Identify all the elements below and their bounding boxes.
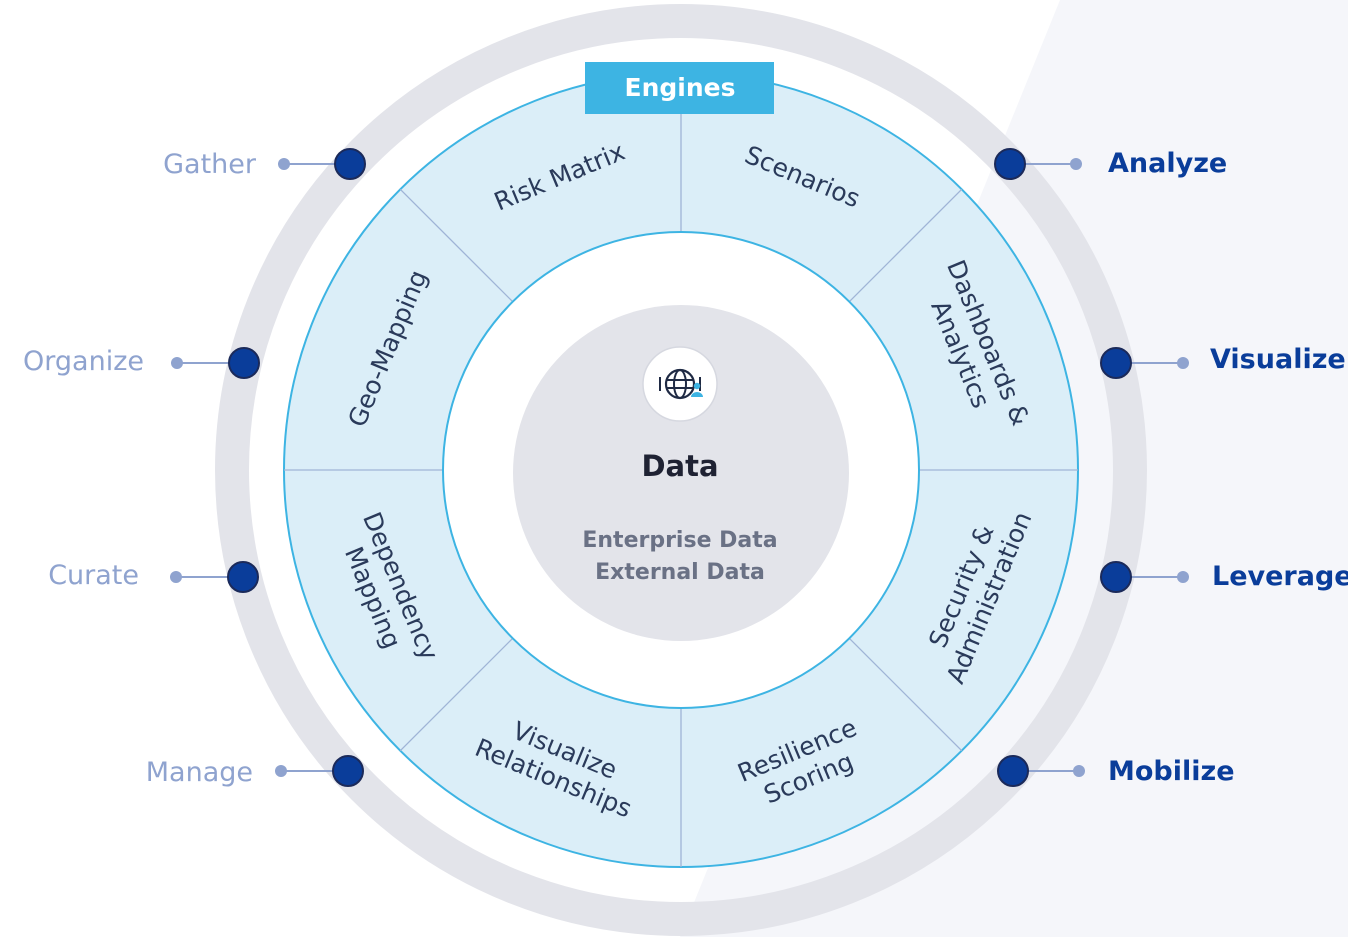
connector-dot	[228, 347, 260, 379]
label-analyze: Analyze	[1108, 148, 1228, 179]
center-disc	[513, 305, 849, 641]
segment-dividers	[284, 73, 1078, 867]
connector-dot	[332, 755, 364, 787]
connector-dot	[227, 561, 259, 593]
connector-gather	[278, 148, 366, 180]
label-leverage: Leverage	[1212, 561, 1348, 592]
connector-visualize	[1100, 347, 1189, 379]
globe-user-icon	[642, 346, 718, 422]
label-manage: Manage	[145, 757, 253, 788]
connector-leverage	[1100, 561, 1189, 593]
connectors	[170, 148, 1189, 787]
connector-analyze	[994, 148, 1082, 180]
segment-divider	[399, 637, 514, 752]
segment-divider	[848, 188, 963, 303]
segment-divider	[399, 188, 514, 303]
label-visualize: Visualize	[1210, 344, 1346, 375]
segment-divider	[848, 637, 963, 752]
connector-manage	[275, 755, 364, 787]
connector-dot	[997, 755, 1029, 787]
connector-dot	[1100, 347, 1132, 379]
center-subtitle-1: Enterprise Data	[582, 528, 777, 553]
center-title: Data	[641, 449, 718, 483]
engines-tab: Engines	[585, 62, 774, 114]
connector-dot	[1100, 561, 1132, 593]
label-mobilize: Mobilize	[1108, 756, 1235, 787]
label-organize: Organize	[23, 346, 144, 377]
connector-curate	[170, 561, 259, 593]
center-subtitle-2: External Data	[595, 560, 765, 585]
outer-ring	[215, 4, 1147, 936]
engines-label: Engines	[625, 73, 736, 102]
connector-mobilize	[997, 755, 1085, 787]
connector-dot	[994, 148, 1026, 180]
connector-organize	[171, 347, 260, 379]
label-gather: Gather	[163, 149, 256, 180]
connector-dot	[334, 148, 366, 180]
label-curate: Curate	[48, 560, 139, 591]
